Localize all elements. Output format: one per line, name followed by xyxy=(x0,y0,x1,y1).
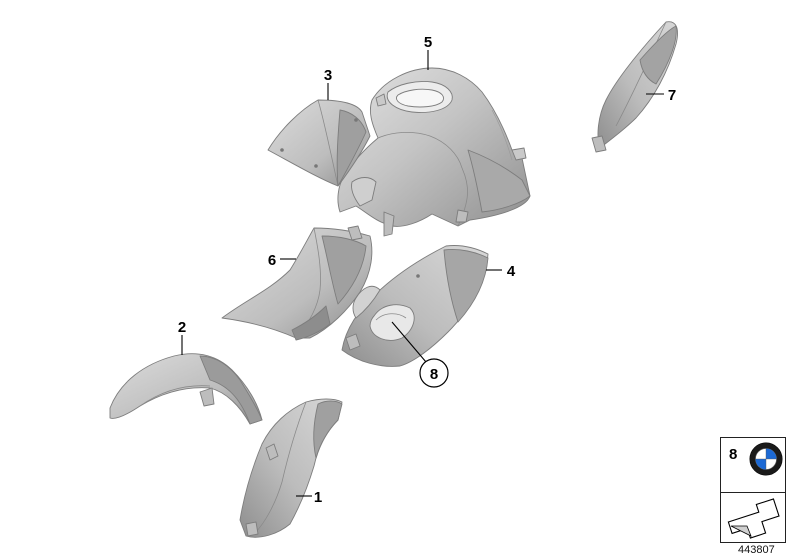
legend-box: 8 xyxy=(720,437,786,543)
callout-8-circle xyxy=(419,358,449,388)
drawing-number: 443807 xyxy=(738,544,775,556)
part-1-front-guard xyxy=(239,398,343,538)
callout-2: 2 xyxy=(178,319,186,336)
callout-5: 5 xyxy=(424,34,432,51)
callout-4: 4 xyxy=(507,263,516,280)
part-3-small-panel xyxy=(267,99,371,187)
part-2-front-fender xyxy=(109,353,263,425)
part-5-tank-cover xyxy=(337,67,531,237)
arrow-icon xyxy=(727,498,780,539)
callout-8: 8 xyxy=(430,366,438,383)
legend-divider xyxy=(721,492,785,493)
bmw-logo-icon xyxy=(749,442,783,476)
callout-3: 3 xyxy=(324,67,332,84)
callout-6: 6 xyxy=(268,252,276,269)
part-6-side-panel xyxy=(221,225,373,341)
legend-number: 8 xyxy=(729,446,738,463)
callout-1: 1 xyxy=(314,489,322,506)
part-7-side-trim xyxy=(591,21,678,153)
leader-line-8 xyxy=(391,321,427,363)
callout-7: 7 xyxy=(668,87,676,104)
part-4-lower-side-panel xyxy=(341,245,489,367)
